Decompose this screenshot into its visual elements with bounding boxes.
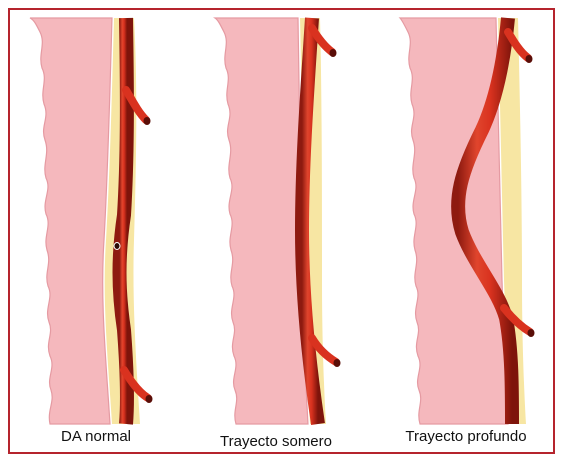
caption-profundo: Trayecto profundo [405,428,526,445]
branch-ostium-upper-profundo [526,55,533,63]
branch-ostium-lower-profundo [528,329,535,337]
panel-somero [215,18,341,424]
caption-somero: Trayecto somero [220,433,332,450]
branch-ostium-lower-normal [146,395,153,403]
branch-ostium-lower-somero [334,359,341,367]
branch-ostium-upper-normal [144,117,151,125]
panel-profundo [400,18,535,424]
panel-normal [30,18,153,424]
branch-ostium-upper-somero [330,49,337,57]
artery-normal [120,18,128,424]
caption-normal: DA normal [61,428,131,445]
myocardium-strip-somero [215,18,308,424]
myocardium-strip-normal [30,18,112,424]
septal-ostium-normal [114,243,120,250]
